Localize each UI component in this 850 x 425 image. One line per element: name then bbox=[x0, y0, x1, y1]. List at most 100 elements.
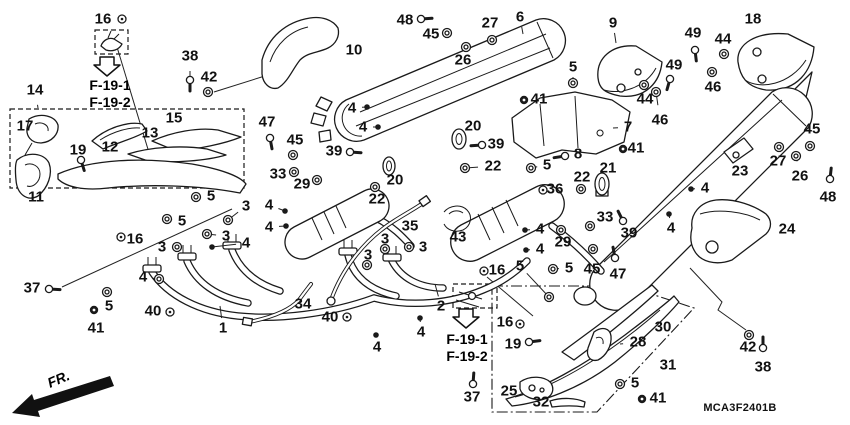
callout-39: 39 bbox=[616, 209, 638, 242]
part-number: 39 bbox=[621, 225, 638, 242]
part-number: 4 bbox=[536, 221, 545, 238]
part-number: 14 bbox=[27, 82, 44, 99]
part-number: 35 bbox=[402, 218, 419, 235]
part-number: 6 bbox=[516, 9, 524, 26]
callout-1: 1 bbox=[219, 305, 227, 337]
part-bracket-11-detail bbox=[24, 163, 41, 187]
ref-arrow-bottom bbox=[452, 308, 480, 329]
part-number: 4 bbox=[139, 269, 148, 286]
callout-20: 20 bbox=[465, 118, 482, 135]
part-number: 32 bbox=[533, 394, 550, 411]
callout-46: 46 bbox=[650, 86, 668, 129]
callout-3: 3 bbox=[158, 239, 183, 256]
callout-30: 30 bbox=[655, 319, 672, 336]
part-muffler-rear-inlet bbox=[573, 286, 597, 306]
part-chamber-right bbox=[450, 184, 565, 262]
callout-3: 3 bbox=[379, 231, 391, 255]
part-number: 4 bbox=[242, 235, 251, 252]
part-number: 4 bbox=[348, 100, 357, 117]
callout-22: 22 bbox=[369, 181, 385, 208]
callout-4: 4 bbox=[265, 197, 288, 214]
part-number: 48 bbox=[820, 189, 837, 206]
callout-10: 10 bbox=[346, 42, 363, 59]
part-number: 45 bbox=[804, 121, 821, 138]
callout-5: 5 bbox=[190, 188, 215, 205]
part-strip-32 bbox=[549, 397, 586, 408]
part-number: 49 bbox=[666, 57, 683, 74]
ref-arrow-top bbox=[93, 56, 121, 77]
part-clamp-20b bbox=[451, 128, 467, 150]
callout-23: 23 bbox=[732, 163, 749, 180]
callout-37: 37 bbox=[24, 280, 62, 297]
front-direction-arrow bbox=[12, 376, 114, 417]
part-stay-25-hole2 bbox=[539, 387, 545, 393]
part-number: 30 bbox=[655, 319, 672, 336]
part-number: 15 bbox=[166, 110, 183, 127]
callout-3: 3 bbox=[201, 228, 230, 245]
part-number: 47 bbox=[259, 114, 276, 131]
part-number: 41 bbox=[650, 390, 667, 407]
diagram-code: MCA3F2401B bbox=[703, 402, 776, 414]
callout-41: 41 bbox=[637, 390, 667, 407]
part-latch-bottom bbox=[455, 291, 483, 308]
callout-5: 5 bbox=[567, 59, 579, 89]
part-number: 3 bbox=[242, 198, 250, 215]
part-cover-24 bbox=[690, 199, 772, 264]
callout-44: 44 bbox=[637, 79, 654, 108]
part-chamber-right-ribs bbox=[477, 199, 519, 241]
part-number: 27 bbox=[482, 15, 499, 32]
callout-3: 3 bbox=[361, 247, 372, 271]
part-stay-43 bbox=[443, 205, 471, 232]
callout-4: 4 bbox=[666, 211, 676, 237]
part-shield-7-detail bbox=[539, 95, 604, 149]
part-number: 5 bbox=[569, 59, 577, 76]
part-number: 5 bbox=[178, 213, 186, 230]
part-number: 5 bbox=[105, 298, 113, 315]
part-cover-18-hole bbox=[752, 47, 762, 57]
callout-26: 26 bbox=[455, 41, 471, 69]
part-shield-7 bbox=[511, 91, 631, 159]
part-number: 16 bbox=[127, 231, 144, 248]
part-number: 23 bbox=[732, 163, 749, 180]
callout-43: 43 bbox=[450, 229, 467, 246]
part-muffler-rear-bracket-hole bbox=[732, 151, 740, 159]
callout-4: 4 bbox=[688, 180, 710, 197]
callout-48: 48 bbox=[397, 12, 434, 29]
part-number: 12 bbox=[102, 139, 119, 156]
part-number: 24 bbox=[779, 221, 796, 238]
group-box-lower-cover bbox=[491, 285, 695, 413]
part-number: 4 bbox=[701, 180, 710, 197]
part-number: 16 bbox=[489, 262, 506, 279]
callout-4: 4 bbox=[373, 332, 382, 356]
pipe-inner bbox=[371, 258, 530, 306]
part-number: 4 bbox=[373, 339, 382, 356]
part-number: 5 bbox=[207, 188, 215, 205]
part-muffler-rear-bracket bbox=[723, 137, 754, 164]
part-bracket-28-detail bbox=[595, 336, 604, 345]
callout-5: 5 bbox=[547, 260, 573, 277]
part-number: 47 bbox=[610, 266, 627, 283]
callout-24: 24 bbox=[779, 221, 796, 238]
part-number: 4 bbox=[536, 241, 545, 258]
callout-48: 48 bbox=[820, 166, 837, 206]
part-number: 10 bbox=[346, 42, 363, 59]
reference-label-bottom-2: F-19-2 bbox=[446, 348, 487, 364]
part-number: 17 bbox=[17, 118, 34, 135]
part-number: 48 bbox=[397, 12, 414, 29]
part-cover-9-hole bbox=[616, 83, 626, 93]
callout-45: 45 bbox=[584, 243, 600, 278]
part-shield-strip-12 bbox=[91, 122, 148, 150]
callout-41: 41 bbox=[618, 140, 645, 157]
callout-19: 19 bbox=[505, 336, 542, 353]
part-number: 3 bbox=[419, 239, 427, 256]
part-bracket-28 bbox=[586, 327, 612, 362]
callout-11: 11 bbox=[28, 189, 44, 206]
pipe-inner bbox=[229, 247, 283, 294]
part-number: 38 bbox=[182, 48, 199, 65]
part-number: 5 bbox=[516, 258, 524, 275]
part-number: 25 bbox=[501, 383, 518, 400]
washer-leader-line bbox=[213, 74, 269, 93]
callout-38: 38 bbox=[182, 48, 199, 93]
part-number: 41 bbox=[628, 140, 645, 157]
callout-40: 40 bbox=[145, 303, 175, 320]
